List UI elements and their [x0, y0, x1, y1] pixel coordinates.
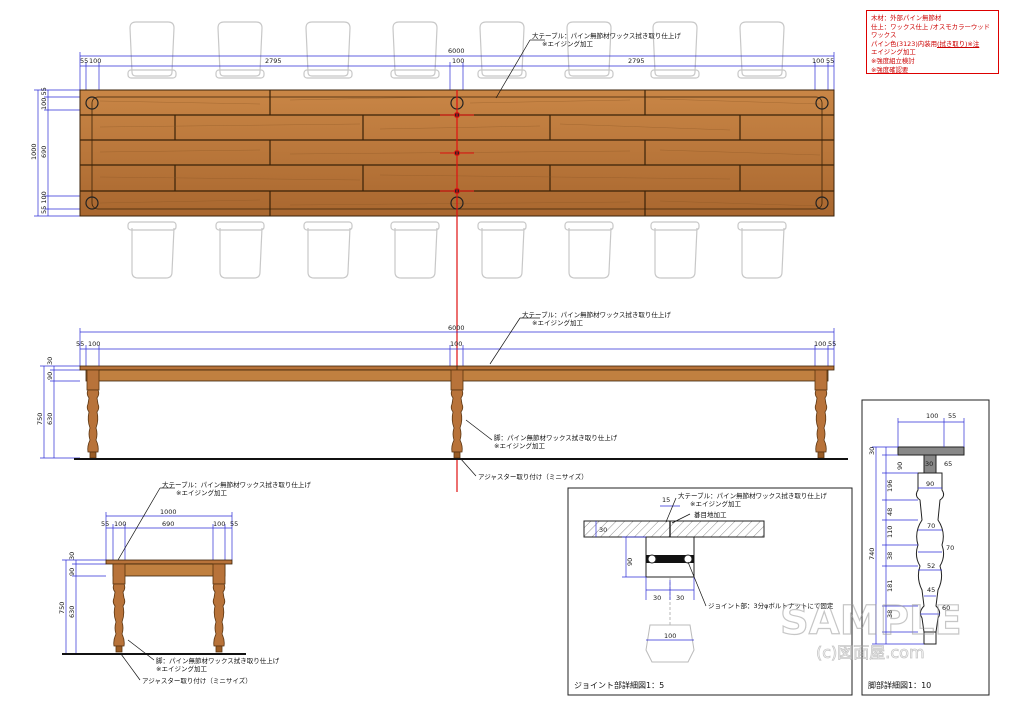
leg-dim-48: 48 — [886, 508, 894, 516]
note-line-4: エイジング加工 — [871, 48, 916, 57]
leg-dim-55: 55 — [948, 412, 956, 420]
leg-dim-70: 70 — [927, 522, 935, 530]
leg-dim-181: 181 — [886, 580, 894, 592]
leg-dim-100: 100 — [926, 412, 938, 420]
leg-dim-65: 65 — [944, 460, 952, 468]
plan-callout-2: ※エイジング加工 — [542, 39, 593, 48]
plan-dim-55-right: 55 — [826, 57, 834, 65]
plan-dim-100-mid: 100 — [452, 57, 464, 65]
note-line-3: パイン色(3123)内装用(拭き取り)※注 — [871, 40, 994, 49]
joint-dim-100: 100 — [664, 632, 676, 640]
note-line-2: 仕上：ワックス仕上 /オスモカラーウッドワックス — [871, 22, 991, 40]
leg-dim-196: 196 — [886, 480, 894, 492]
joint-dim-30: 30 — [599, 526, 607, 534]
watermark-sample: SAMPLE — [780, 598, 962, 644]
joint-detail-panel: 15 30 90 30 30 100 大テーブル：パイン無節材ワックス拭き取り仕… — [567, 487, 853, 696]
joint-note-bolt: ジョイント部：3分φボルトナットにて固定 — [708, 601, 834, 610]
front-dim-55-r: 55 — [828, 340, 836, 348]
side-callout-1: 大テーブル：パイン無節材ワックス拭き取り仕上げ — [162, 480, 311, 489]
joint-callout-2: ※エイジング加工 — [690, 499, 741, 508]
leg-dim-30: 30 — [868, 447, 876, 455]
joint-dim-30a: 30 — [653, 594, 661, 602]
plan-callout-1: 大テーブル：パイン無節材ワックス拭き取り仕上げ — [532, 31, 681, 40]
joint-note-goban: 碁目地加工 — [694, 510, 727, 519]
plan-dim-100-55-top: 100 55 — [40, 87, 48, 110]
leg-dim-70b: 70 — [946, 544, 954, 552]
leg-dim-30b: 30 — [925, 460, 933, 468]
side-callout-2: ※エイジング加工 — [176, 488, 227, 497]
leg-dim-38: 38 — [886, 552, 894, 560]
leg-detail-title: 脚部詳細図1：10 — [868, 680, 931, 690]
note-line-5: ※強度組立検討 — [871, 56, 915, 65]
front-dim-30: 30 — [46, 357, 54, 365]
joint-dim-90: 90 — [626, 558, 634, 566]
plan-dim-total: 6000 — [448, 47, 465, 55]
side-dim-55: 55 — [101, 520, 109, 528]
plan-dim-55-left: 55 — [80, 57, 88, 65]
leg-dim-38b: 38 — [886, 610, 894, 618]
front-leg-note-2: ※エイジング加工 — [494, 441, 545, 450]
side-dim-1000: 1000 — [160, 508, 177, 516]
side-dim-30: 30 — [68, 552, 76, 560]
watermark-copyright: (c)図面屋.com — [816, 643, 925, 662]
note-line-1: 木材：外部パイン無節材 — [871, 14, 942, 22]
plan-dim-690: 690 — [40, 146, 48, 158]
front-dim-100: 100 — [88, 340, 100, 348]
side-dim-100: 100 — [114, 520, 126, 528]
side-elevation: 1000 55 100 690 100 55 30 90 750 630 大テー… — [58, 480, 311, 685]
plan-dim-1000: 1000 — [30, 143, 38, 160]
front-dim-100-r: 100 — [814, 340, 826, 348]
plan-dim-55-100-bot: 55 100 — [40, 191, 48, 214]
note-line-6: ※強度確認要 — [871, 65, 909, 74]
side-dim-55r: 55 — [230, 520, 238, 528]
joint-callout-1: 大テーブル：パイン無節材ワックス拭き取り仕上げ — [678, 491, 827, 500]
front-elevation: 6000 55 100 100 100 55 30 90 750 630 大テー… — [36, 310, 848, 481]
note-line-3b: (拭き取り)※注 — [936, 39, 980, 48]
joint-dim-15: 15 — [662, 496, 670, 504]
front-dim-750: 750 — [36, 413, 44, 425]
plan-dim-2795-right: 2795 — [628, 57, 645, 65]
note-line-3a: パイン色(3123)内装用 — [871, 39, 937, 48]
leg-dim-740: 740 — [868, 548, 876, 560]
front-leg-note-1: 脚：パイン無節材ワックス拭き取り仕上げ — [494, 433, 618, 442]
front-dim-55: 55 — [76, 340, 84, 348]
material-notes-box: 木材：外部パイン無節材 仕上：ワックス仕上 /オスモカラーウッドワックス パイン… — [866, 10, 999, 74]
front-callout-1: 大テーブル：パイン無節材ワックス拭き取り仕上げ — [522, 310, 671, 319]
leg-dim-90b: 90 — [926, 480, 934, 488]
front-callout-2: ※エイジング加工 — [532, 318, 583, 327]
side-dim-630: 630 — [68, 606, 76, 618]
plan-view: 6000 55 100 2795 100 2795 100 55 1000 69… — [30, 21, 835, 279]
front-dim-630: 630 — [46, 413, 54, 425]
side-dim-100r: 100 — [213, 520, 225, 528]
leg-dim-45: 45 — [927, 586, 935, 594]
joint-dim-30b: 30 — [676, 594, 684, 602]
side-dim-90: 90 — [68, 568, 76, 576]
plan-dim-2795-left: 2795 — [265, 57, 282, 65]
sample-watermark: SAMPLE (c)図面屋.com — [779, 597, 962, 662]
leg-dim-52: 52 — [927, 562, 935, 570]
plan-callout-leader — [495, 39, 531, 99]
leg-dim-60: 60 — [942, 604, 950, 612]
plan-dim-100-left: 100 — [89, 57, 101, 65]
front-adjuster-note: アジャスター取り付け（ミニサイズ） — [478, 472, 588, 481]
front-dim-90: 90 — [46, 372, 54, 380]
side-dim-690: 690 — [162, 520, 174, 528]
leg-detail-panel: 100 55 30 30 65 90 90 196 48 110 740 38 … — [861, 399, 990, 696]
leg-dim-90: 90 — [896, 462, 904, 470]
front-dim-total: 6000 — [448, 324, 465, 332]
leg-dim-110: 110 — [886, 526, 894, 538]
plan-dim-100-right: 100 — [812, 57, 824, 65]
front-dim-100-mid: 100 — [450, 340, 462, 348]
side-dim-750: 750 — [58, 602, 66, 614]
side-adjuster-note: アジャスター取り付け（ミニサイズ） — [142, 676, 252, 685]
joint-detail-title: ジョイント部詳細図1：5 — [574, 680, 664, 690]
side-leg-note-2: ※エイジング加工 — [156, 664, 207, 673]
side-leg-note-1: 脚：パイン無節材ワックス拭き取り仕上げ — [156, 656, 280, 665]
